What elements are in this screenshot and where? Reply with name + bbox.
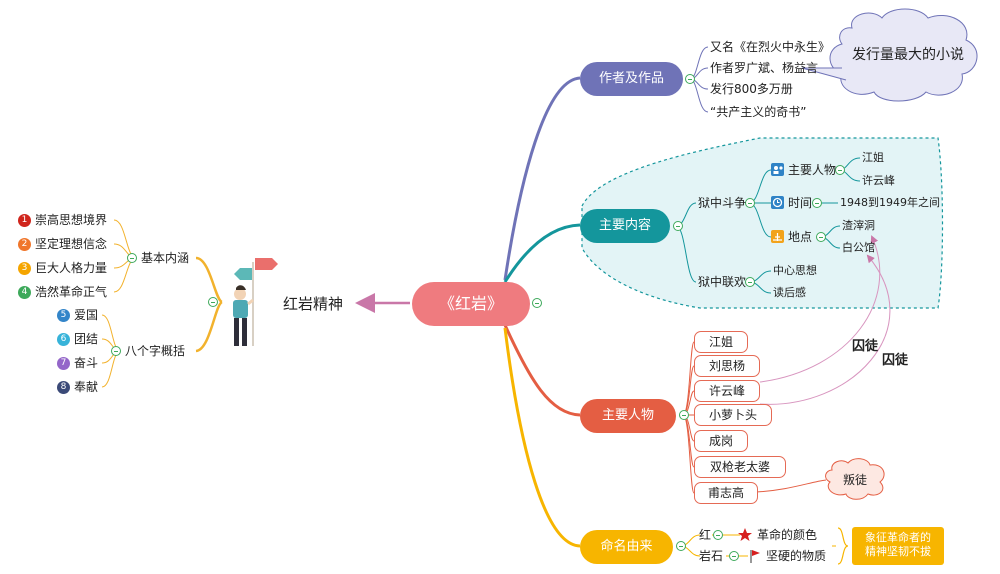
- collapse-toggle-content[interactable]: [673, 221, 683, 231]
- collapse-toggle-basics[interactable]: [127, 253, 137, 263]
- branch-line-author: [503, 76, 581, 281]
- spirit-title[interactable]: 红岩精神: [283, 295, 344, 313]
- prisoner-relationship-lines: [759, 235, 891, 405]
- content-person[interactable]: 许云峰: [862, 174, 895, 187]
- naming-bracket: [837, 527, 849, 565]
- branch-characters[interactable]: 主要人物: [580, 399, 676, 433]
- author-item[interactable]: 作者罗广斌、杨益言: [710, 61, 819, 75]
- number-badge-4: 4: [18, 286, 31, 299]
- collapse-toggle-people[interactable]: [835, 165, 845, 175]
- number-badge-7: 7: [57, 357, 70, 370]
- naming-word-red[interactable]: 红: [699, 528, 712, 542]
- collapse-toggle-rock[interactable]: [729, 551, 739, 561]
- number-badge-2: 2: [18, 238, 31, 251]
- traitor-callout-cloud: [825, 458, 885, 500]
- spirit-basic-item[interactable]: 巨大人格力量: [35, 261, 108, 275]
- spirit-item-lines: [101, 219, 137, 388]
- content-sub-people[interactable]: 主要人物: [788, 163, 837, 177]
- flag-icon: [750, 550, 760, 563]
- collapse-toggle-naming[interactable]: [676, 541, 686, 551]
- collapse-toggle-red[interactable]: [713, 530, 723, 540]
- collapse-toggle-place[interactable]: [816, 232, 826, 242]
- number-badge-5: 5: [57, 309, 70, 322]
- spirit-basic-item[interactable]: 崇高思想境界: [35, 213, 108, 227]
- branch-line-characters: [503, 324, 581, 417]
- author-item[interactable]: “共产主义的奇书”: [710, 105, 807, 119]
- content-place[interactable]: 白公馆: [842, 241, 875, 254]
- number-badge-6: 6: [57, 333, 70, 346]
- content-cloud-region: [581, 137, 944, 309]
- spirit-group-eight[interactable]: 八个字概括: [125, 344, 186, 358]
- number-badge-1: 1: [18, 214, 31, 227]
- relation-label-prisoner[interactable]: 囚徒: [852, 339, 879, 354]
- star-icon: [738, 528, 752, 541]
- central-topic[interactable]: 《红岩》: [412, 282, 530, 326]
- spirit-group-lines: [195, 256, 223, 353]
- collapse-toggle-center[interactable]: [532, 298, 542, 308]
- collapse-toggle-spirit[interactable]: [208, 297, 218, 307]
- collapse-toggle-party[interactable]: [745, 277, 755, 287]
- character-item[interactable]: 甫志高: [694, 482, 758, 504]
- traitor-line: [755, 479, 827, 493]
- naming-summary-line: 象征革命者的: [865, 531, 931, 544]
- location-icon: [771, 230, 784, 243]
- collapse-toggle-time[interactable]: [812, 198, 822, 208]
- content-time-value[interactable]: 1948到1949年之间: [840, 196, 940, 209]
- character-item[interactable]: 江姐: [694, 331, 748, 353]
- spirit-eight-item[interactable]: 奉献: [74, 380, 99, 394]
- clock-icon: [771, 196, 784, 209]
- content-group-struggle[interactable]: 狱中斗争: [698, 196, 747, 210]
- collapse-toggle-characters[interactable]: [679, 410, 689, 420]
- character-item[interactable]: 小萝卜头: [694, 404, 772, 426]
- branch-naming[interactable]: 命名由来: [580, 530, 673, 564]
- naming-summary-box[interactable]: 象征革命者的 精神坚韧不拔: [852, 527, 944, 565]
- branch-author[interactable]: 作者及作品: [580, 62, 683, 96]
- content-sub-time[interactable]: 时间: [788, 196, 813, 210]
- author-callout-cloud: [801, 8, 978, 102]
- spirit-basic-item[interactable]: 坚定理想信念: [35, 237, 108, 251]
- collapse-toggle-eight[interactable]: [111, 346, 121, 356]
- content-place[interactable]: 渣滓洞: [842, 219, 875, 232]
- character-item[interactable]: 双枪老太婆: [694, 456, 786, 478]
- traitor-callout-text[interactable]: 叛徒: [843, 473, 868, 487]
- spirit-eight-item[interactable]: 奋斗: [74, 356, 99, 370]
- naming-meaning-red[interactable]: 革命的颜色: [757, 528, 818, 542]
- flag-figure-illustration: [233, 258, 278, 346]
- spirit-group-basics[interactable]: 基本内涵: [141, 251, 190, 265]
- relation-label-prisoner[interactable]: 囚徒: [882, 353, 909, 368]
- collapse-toggle-struggle[interactable]: [745, 198, 755, 208]
- content-party-item[interactable]: 中心思想: [773, 264, 817, 277]
- number-badge-3: 3: [18, 262, 31, 275]
- branch-line-content: [503, 223, 581, 283]
- content-sub-place[interactable]: 地点: [788, 230, 813, 244]
- branch-line-naming: [503, 327, 581, 548]
- content-party-item[interactable]: 读后感: [773, 286, 806, 299]
- naming-summary-line: 精神坚韧不拔: [865, 545, 931, 558]
- character-item[interactable]: 许云峰: [694, 380, 760, 402]
- spirit-basic-item[interactable]: 浩然革命正气: [35, 285, 108, 299]
- content-person[interactable]: 江姐: [862, 151, 884, 164]
- character-item[interactable]: 成岗: [694, 430, 748, 452]
- person-icon: [771, 163, 784, 176]
- branch-content[interactable]: 主要内容: [580, 209, 670, 243]
- content-group-party[interactable]: 狱中联欢: [698, 275, 747, 289]
- spirit-eight-item[interactable]: 团结: [74, 332, 99, 346]
- character-item[interactable]: 刘思杨: [694, 355, 760, 377]
- author-item[interactable]: 发行800多万册: [710, 82, 793, 96]
- number-badge-8: 8: [57, 381, 70, 394]
- naming-word-rock[interactable]: 岩石: [699, 549, 724, 563]
- spirit-eight-item[interactable]: 爱国: [74, 308, 99, 322]
- naming-meaning-rock[interactable]: 坚硬的物质: [766, 549, 827, 563]
- author-callout-text[interactable]: 发行量最大的小说: [852, 47, 964, 63]
- author-item[interactable]: 又名《在烈火中永生》: [710, 40, 831, 54]
- collapse-toggle-author[interactable]: [685, 74, 695, 84]
